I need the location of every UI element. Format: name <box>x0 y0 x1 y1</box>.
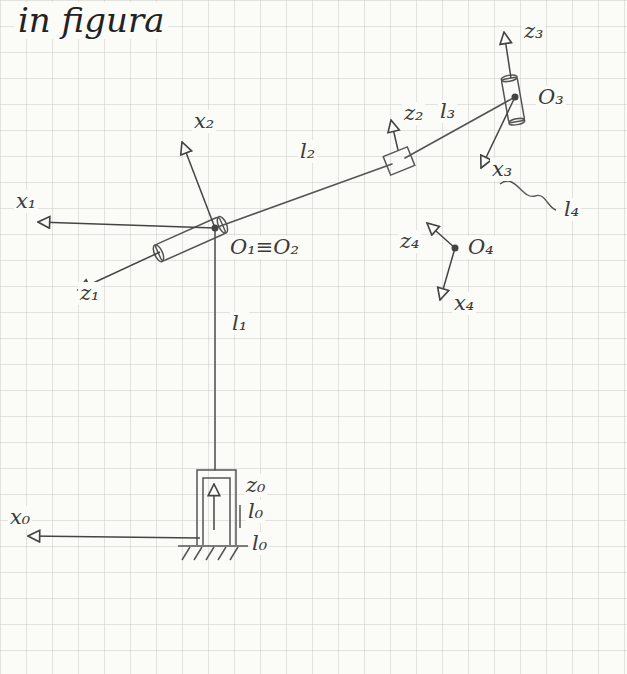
axis-label: l₄ <box>562 198 581 221</box>
axis-label: O₃ <box>536 86 566 109</box>
axis-label: z₃ <box>522 20 545 43</box>
axis-label: x₀ <box>8 506 32 529</box>
figure-title: in figura <box>14 2 168 39</box>
joint-symbols <box>151 74 525 560</box>
axis-label: l₃ <box>438 100 457 123</box>
axis-label: x₁ <box>14 190 38 213</box>
axis-label: l₀ <box>250 532 269 555</box>
axis-label: O₄ <box>466 236 496 259</box>
axis-label: l₁ <box>230 312 249 335</box>
axis-label: l₂ <box>298 140 317 163</box>
axis-label: z₂ <box>402 102 425 125</box>
links <box>215 97 515 470</box>
axis-label: l₀ <box>246 500 265 523</box>
origin-dot <box>452 245 459 252</box>
axis-label: z₀ <box>244 474 267 497</box>
frame-axes <box>28 32 515 538</box>
axis-label: x₂ <box>192 110 216 133</box>
axis-label: x₃ <box>490 158 514 181</box>
leader-line <box>500 181 556 210</box>
axis-label: z₄ <box>398 230 421 253</box>
axis-label: z₁ <box>78 282 101 305</box>
axis-label: x₄ <box>452 292 476 315</box>
origin-dot <box>212 225 219 232</box>
axis-label: O₁≡O₂ <box>228 236 301 259</box>
origin-dot <box>512 94 519 101</box>
